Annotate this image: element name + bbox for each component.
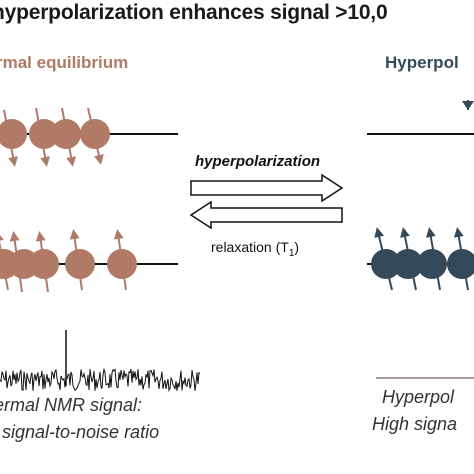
spin-particle: [51, 119, 81, 149]
right-upper-spins: [462, 100, 474, 110]
spin-particle: [107, 249, 137, 279]
thermal-nmr-spectrum: [0, 330, 201, 392]
hyperpolarization-label: hyperpolarization: [195, 153, 321, 170]
left-upper-spins: [0, 107, 110, 167]
thermal-equilibrium-header: rmal equilibrium: [0, 53, 129, 72]
relaxation-label-text: relaxation (T: [211, 239, 289, 255]
thermal-caption-line-2: signal-to-noise ratio: [2, 422, 160, 442]
relaxation-label-suffix: ): [294, 239, 300, 255]
spin-particle: [447, 249, 474, 279]
spin-particle: [0, 119, 27, 149]
page-title: hyperpolarization enhances signal >10,0: [0, 1, 388, 24]
spin-particle: [80, 119, 110, 149]
spin-particle: [29, 249, 59, 279]
spin-particle: [393, 249, 423, 279]
thermal-caption-line-1: ermal NMR signal:: [0, 395, 143, 415]
spin-particle: [371, 249, 401, 279]
hyperpolarized-caption-line-1: Hyperpol: [382, 387, 455, 407]
relaxation-arrow: [189, 200, 343, 230]
spin-particle: [65, 249, 95, 279]
hyperpolarized-caption-line-2: High signa: [372, 414, 458, 434]
spin-particle: [417, 249, 447, 279]
spin-arrow-head: [462, 101, 474, 110]
hyperpolarized-header: Hyperpol: [385, 53, 459, 72]
right-lower-spins: [371, 227, 474, 291]
relaxation-label: relaxation (T1): [211, 239, 299, 259]
spin-particle: [29, 119, 59, 149]
left-lower-spins: [0, 229, 137, 293]
hyperpolarization-arrow: [190, 173, 344, 203]
noise-trace: [0, 367, 201, 392]
relaxation-label-subscript: 1: [288, 247, 295, 259]
